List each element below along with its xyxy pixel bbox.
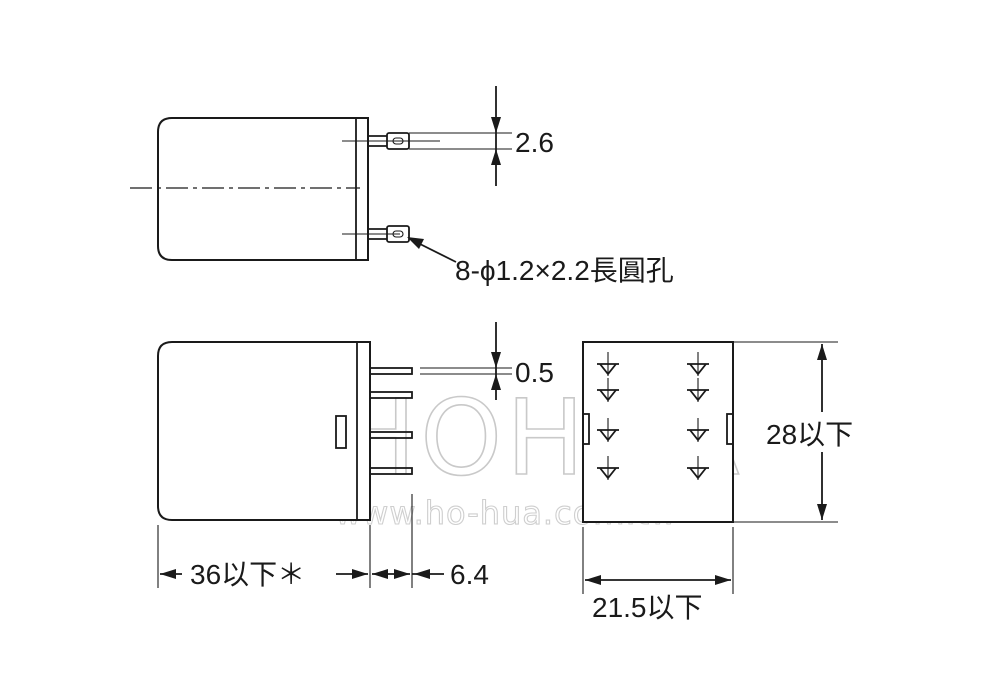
terminal-symbol [687,456,709,480]
length-label: 36以下＊ [190,559,305,590]
dim-length: 36以下＊ [160,559,368,590]
pin-offset-label: 2.6 [515,127,554,158]
pin-thickness-label: 0.5 [515,357,554,388]
pin-length-label: 6.4 [450,559,489,590]
terminal-symbol [687,378,709,402]
terminal-symbol [687,352,709,376]
side-view-pins [369,367,512,475]
terminal-symbol [687,418,709,442]
terminal-symbol [597,456,619,480]
bottom-view: 28以下 21.5以下 [582,341,853,623]
terminal-symbol [597,352,619,376]
side-view: 0.5 36以下＊ 6.4 [157,322,554,590]
height-label: 28以下 [766,419,853,450]
top-view-lower-terminal [342,225,410,243]
terminal-symbol [597,378,619,402]
dim-width: 21.5以下 [582,527,734,623]
hole-callout: 8-ϕ1.2×2.2長圓孔 [407,237,674,286]
bottom-view-body [582,341,734,523]
dim-pin-length: 6.4 [372,559,489,590]
top-view-upper-terminal [342,132,440,150]
bottom-view-left-notch [582,413,590,445]
top-view: 2.6 8-ϕ1.2×2.2長圓孔 [130,86,674,286]
dim-pin-offset: 2.6 [409,86,554,186]
bottom-view-right-notch [726,413,734,445]
side-view-body [157,341,371,521]
pin-hole-label: 8-ϕ1.2×2.2長圓孔 [455,255,674,286]
dim-height: 28以下 [733,341,853,523]
top-view-body [157,117,369,261]
width-label: 21.5以下 [592,592,703,623]
bottom-view-terminals [597,352,709,480]
terminal-symbol [597,418,619,442]
dim-pin-thickness: 0.5 [491,322,554,400]
